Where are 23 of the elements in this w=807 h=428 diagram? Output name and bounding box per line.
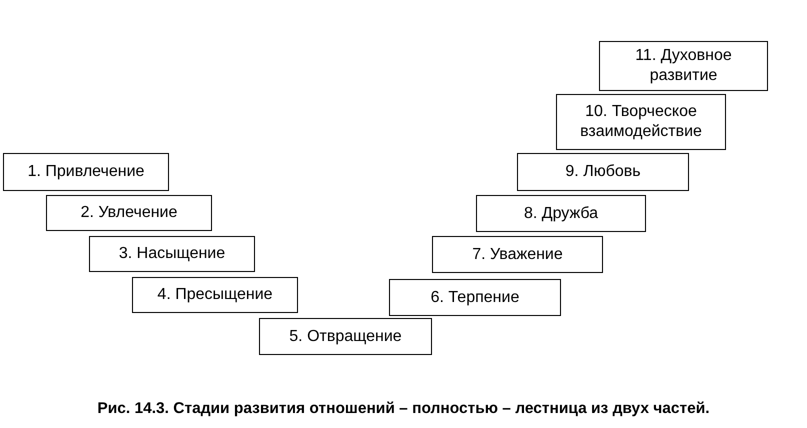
stage-box [89,236,255,272]
stage-label: 9. Любовь [565,162,641,182]
stage-label: 7. Уважение [472,244,563,264]
stage-box [46,195,212,231]
stage-label: 2. Увлечение [80,203,178,223]
stage-label: 10. Творческое взаимодействие [579,102,703,142]
stage-box [517,153,689,191]
stage-box [556,94,726,150]
stage-box [476,195,646,232]
stage-label: 1. Привлечение [28,162,144,182]
stage-box [599,41,768,91]
figure-caption: Рис. 14.3. Стадии развития отношений – полностью – лестница из двух частей. [96,400,711,418]
stage-box [259,318,432,355]
stage-box [389,279,561,316]
stage-label: 11. Духовное развитие [634,46,733,86]
stage-label: 6. Терпение [430,288,520,308]
stage-label: 4. Пресыщение [157,285,273,305]
stage-label: 3. Насыщение [118,244,226,264]
stage-box [132,277,298,313]
stage-label: 5. Отвращение [289,326,402,346]
stage-box [432,236,603,273]
stage-box [3,153,169,191]
stage-label: 8. Дружба [524,204,598,224]
